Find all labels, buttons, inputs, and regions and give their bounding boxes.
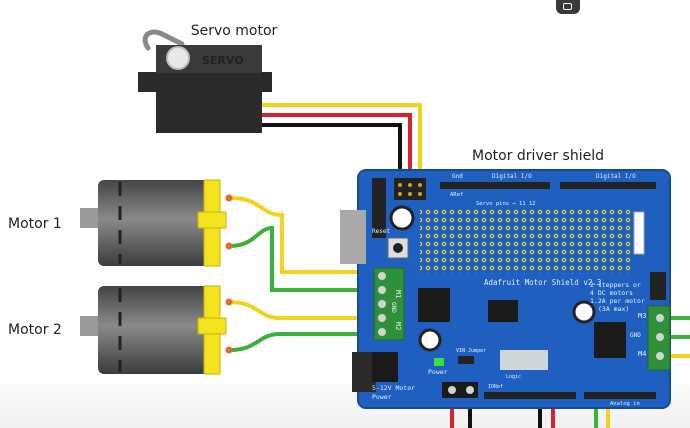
motor1-label: Motor 1 [8,216,62,232]
driver-chip-1 [418,288,450,322]
top-header-left [440,182,550,189]
shield-title: Motor driver shield [472,148,604,164]
motor2-shaft [80,316,100,336]
svg-text:Servo pins → 11 12: Servo pins → 11 12 [476,201,536,207]
motor1-yellow-wire [229,196,372,274]
power-led [434,358,444,366]
svg-text:(3A max): (3A max) [598,305,629,313]
motor1-body [98,180,212,266]
servo-power-wire [262,113,412,180]
motor1-terminal-b [225,242,233,250]
svg-text:Power: Power [428,368,448,376]
left-header [372,178,386,238]
icsp-header [650,272,666,300]
svg-text:M1: M1 [394,290,402,298]
svg-text:Reset: Reset [372,228,390,235]
motor-1: Motor 1 [8,179,233,267]
svg-text:5-12V Motor: 5-12V Motor [372,384,415,392]
motor2-terminal-a [225,298,233,306]
motor1-terminal-a [225,194,233,202]
motor1-wires [229,196,372,292]
servo-motor: SERVO Servo motor [138,23,278,133]
servo-signal-wire [262,103,422,180]
motor-driver-shield: Gnd Digital I/O Digital I/O ARef Servo p… [340,169,671,409]
usb-port [340,210,366,264]
servo-title: Servo motor [191,23,278,39]
svg-text:Digital I/O: Digital I/O [596,173,636,180]
fullscreen-icon [563,3,572,10]
svg-text:VIN Jumper: VIN Jumper [456,348,486,354]
svg-text:1.2A per motor: 1.2A per motor [590,297,645,305]
smd-components [500,350,548,370]
fullscreen-button[interactable] [556,0,580,14]
servo-horn [142,29,185,51]
motor2-wires [229,300,372,352]
svg-text:4 DC motors: 4 DC motors [590,289,633,297]
svg-text:2 steppers or: 2 steppers or [590,281,641,289]
servo-brand: SERVO [202,54,244,67]
motor1-shaft [80,208,100,228]
motor2-label: Motor 2 [8,322,62,338]
motor2-green-wire [229,332,372,352]
proto-area [420,208,630,274]
motor2-terminal-b [225,346,233,354]
bottom-header-left [484,392,576,399]
svg-text:Logic: Logic [506,374,521,380]
svg-text:M3: M3 [638,312,646,320]
svg-text:GND: GND [390,302,397,313]
motor1-green-wire [229,225,372,292]
motor2-yellow-wire [229,300,372,320]
capacitor-left [418,328,442,352]
svg-text:IORef: IORef [488,384,503,390]
top-header-right [560,182,656,189]
svg-text:GND: GND [630,332,641,339]
svg-text:Power: Power [372,393,392,401]
servo-spline [166,46,190,70]
svg-text:M4: M4 [638,350,646,358]
svg-text:Analog in: Analog in [610,401,640,407]
svg-text:Digital I/O: Digital I/O [492,173,532,180]
bottom-header-right [584,392,656,399]
side-resistor [633,211,645,255]
servo-wires [262,103,422,180]
svg-text:ARef: ARef [450,192,463,198]
capacitor-right [572,300,596,324]
driver-chip-2 [594,322,626,358]
voltage-regulator [372,352,398,382]
board-name: Adafruit Motor Shield v2.3 [484,278,601,287]
svg-text:Gnd: Gnd [452,173,463,180]
vin-jumper [458,356,474,364]
servo-ground-wire [262,123,402,180]
motor2-body [98,286,212,374]
motor-2: Motor 2 [8,285,233,375]
pwm-chip [488,300,518,322]
svg-text:M2: M2 [394,322,402,330]
capacitor-top [389,205,415,231]
power-terminal [442,382,478,398]
right-side-wires [668,316,690,358]
servo-header [394,178,426,200]
